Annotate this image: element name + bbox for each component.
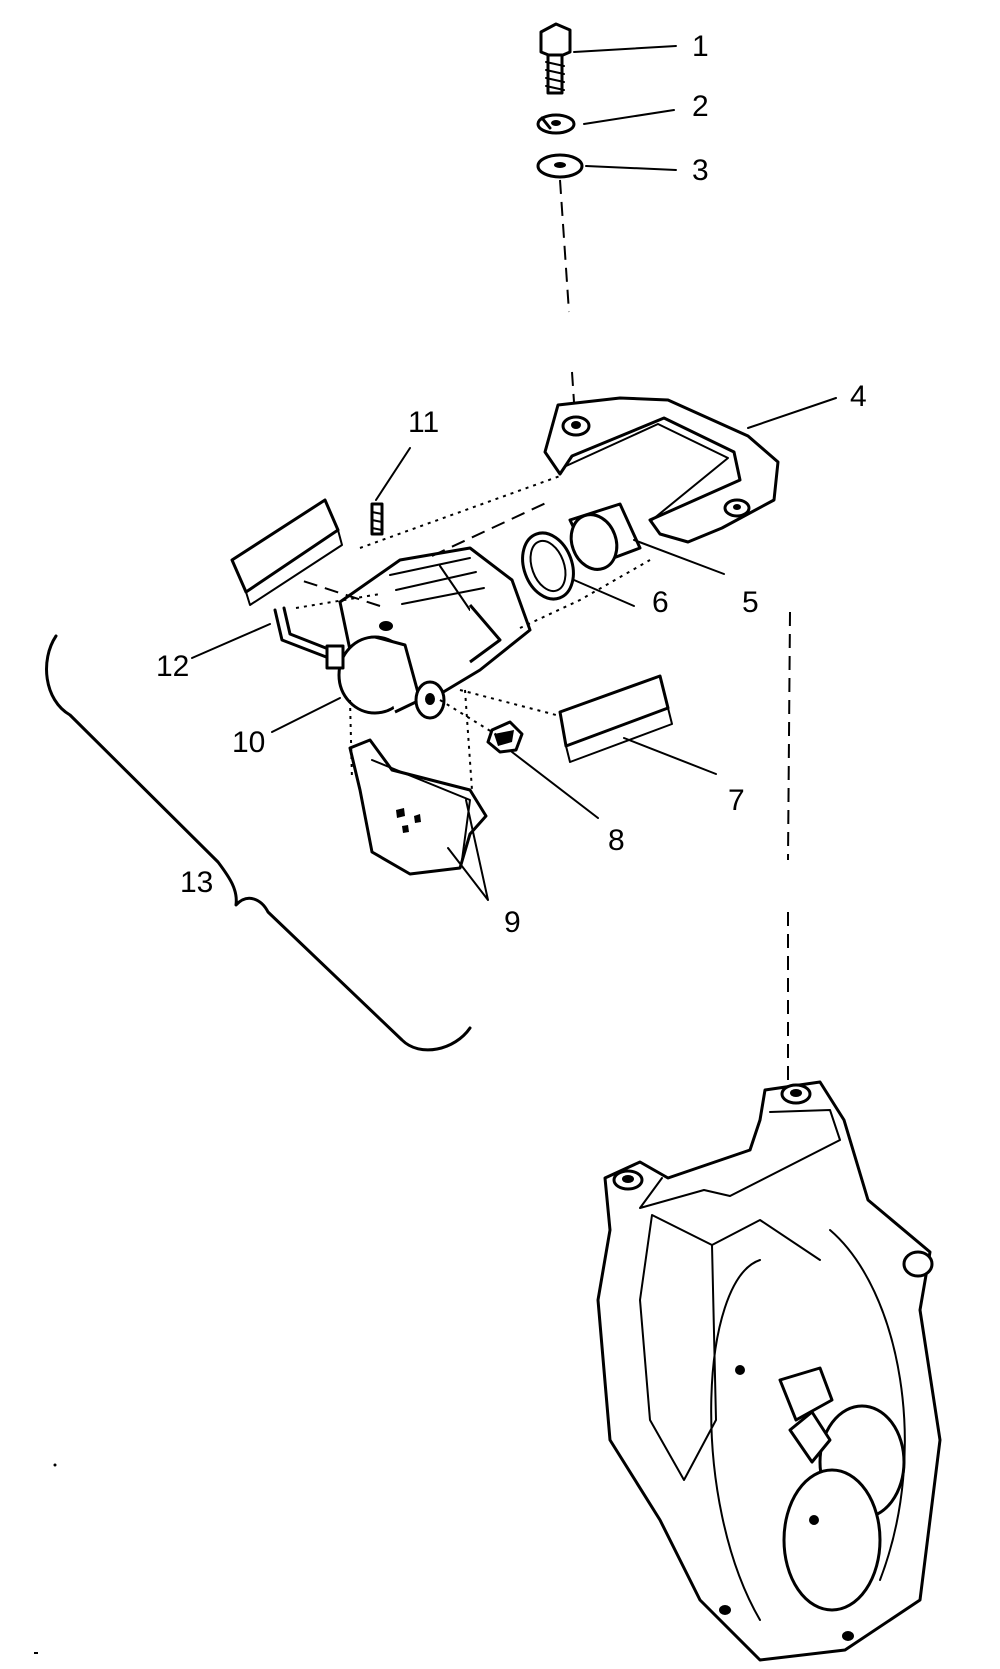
shim-upper-part [230, 498, 343, 606]
callout-2: 2 [692, 90, 709, 123]
callout-7: 7 [728, 784, 745, 817]
pin-part [370, 502, 384, 536]
callout-4: 4 [850, 380, 867, 413]
callout-10: 10 [232, 726, 265, 759]
shim-right-part [558, 674, 673, 763]
callout-1: 1 [692, 30, 709, 63]
washer-part [536, 153, 584, 179]
brake-line-part [273, 606, 345, 670]
callout-13: 13 [180, 866, 213, 899]
leader-lines [191, 45, 837, 901]
bolt-part [539, 22, 572, 95]
gear-case-housing [596, 1080, 942, 1662]
lock-washer-part [536, 113, 576, 135]
caliper-body-part [337, 546, 532, 720]
callout-8: 8 [608, 824, 625, 857]
callout-5: 5 [742, 586, 759, 619]
callout-11: 11 [408, 406, 439, 439]
callout-3: 3 [692, 154, 709, 187]
bleeder-valve-part [486, 720, 524, 754]
assembly-brace [45, 634, 472, 1052]
callout-labels: 1 2 3 4 5 6 7 8 9 10 11 12 13 [156, 30, 867, 939]
seal-ring-part [521, 531, 575, 601]
mounting-bracket-part [543, 396, 780, 544]
callout-6: 6 [652, 586, 669, 619]
callout-9: 9 [504, 906, 521, 939]
piston-part [568, 502, 642, 571]
callout-12: 12 [156, 650, 189, 683]
brake-pads-part [348, 738, 488, 876]
